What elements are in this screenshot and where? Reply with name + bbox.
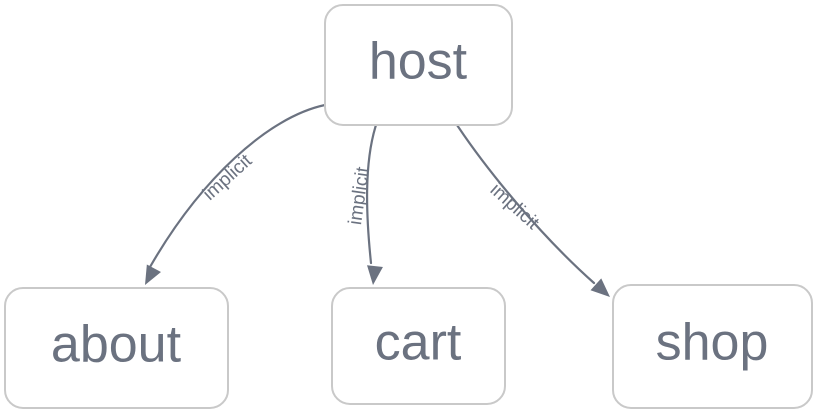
edge-label-host-to-cart: implicit [345,165,374,226]
edge-line [366,123,378,265]
edge-label-host-to-shop: implicit [486,179,544,234]
node-box-cart [331,287,506,405]
arrowhead-icon [367,265,383,285]
node-box-about [4,287,229,409]
edge-labels-layer: implicit implicit implicit [199,150,543,234]
edges-layer [138,103,615,303]
edge-line [148,103,327,269]
arrowhead-icon [590,278,610,297]
node-label-shop: shop [656,314,769,372]
nodes-layer: host about cart shop [4,4,813,409]
node-about[interactable]: about [4,287,229,409]
node-label-cart: cart [375,314,462,372]
edge-label-host-to-about: implicit [199,150,257,205]
edge-host-to-about[interactable] [138,103,327,289]
edge-host-to-shop[interactable] [455,123,615,303]
node-box-host [324,4,513,126]
node-cart[interactable]: cart [331,287,506,405]
node-label-about: about [51,316,182,374]
arrowhead-icon [145,264,161,285]
node-host[interactable]: host [324,4,513,126]
node-box-shop [612,284,813,409]
node-label-host: host [369,33,468,91]
node-shop[interactable]: shop [612,284,813,409]
edge-host-to-cart[interactable] [365,123,383,286]
edge-line [455,123,596,285]
